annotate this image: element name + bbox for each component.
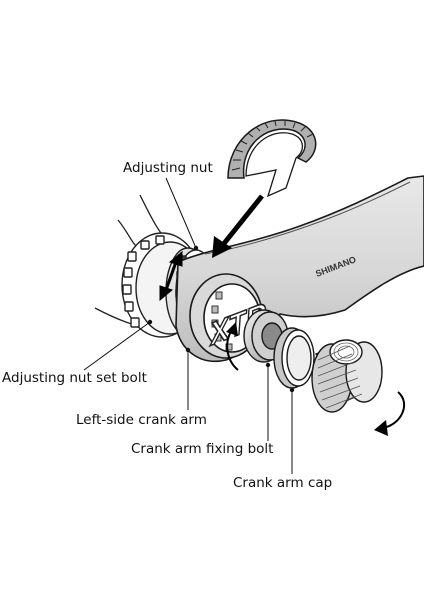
cap-rotation-arrow [374,391,405,436]
label-left-side-crank-arm: Left-side crank arm [76,412,207,428]
wrench-direction-arrow [212,194,264,258]
bolt-rotation-arrow [226,322,239,371]
label-adjusting-nut: Adjusting nut [123,160,213,176]
lockring-wrench [227,119,317,198]
crank-arm-fixing-bolt [243,309,289,363]
nut-rotation-arrow [159,250,183,302]
knurled-cap-tool [311,339,383,413]
label-crank-arm-cap: Crank arm cap [233,475,333,491]
label-adjusting-nut-set-bolt: Adjusting nut set bolt [2,370,147,386]
leader-lines [83,177,293,474]
crank-arm-body [175,175,424,363]
label-crank-arm-fixing-bolt: Crank arm fixing bolt [131,441,274,457]
crank-arm-cap [273,327,315,389]
leader-dots [147,245,295,393]
